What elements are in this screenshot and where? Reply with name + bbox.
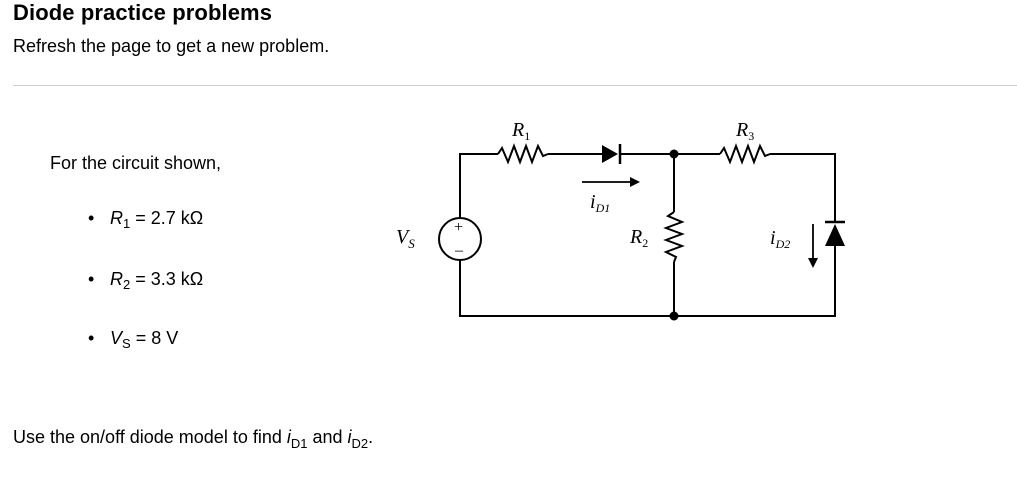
param-sub: 1 [123,216,131,231]
id2-letter: i [770,227,776,249]
r1-label: R1 [511,119,530,143]
question-middle: and [307,427,348,447]
id2-label: iD2 [770,227,790,251]
r2-label: R2 [629,226,648,250]
param-value: = 2.7 kΩ [135,208,204,228]
param-symbol: V [110,328,123,348]
id2-arrow-head [808,258,818,268]
resistor-r2 [663,211,685,263]
param-value: = 3.3 kΩ [135,269,204,289]
resistor-r3 [719,143,771,165]
r2-letter: R [629,226,642,248]
junction-dot-bottom [669,311,679,321]
vs-sub: S [408,236,415,251]
param-symbol: R [110,269,123,289]
id1-sub: D1 [595,201,611,215]
param-value: = 8 V [135,328,179,348]
bullet: • [88,328,95,348]
id1-arrow-head [630,177,640,187]
r3-label: R3 [735,119,754,143]
divider [13,85,1017,86]
plus-sign: + [454,219,463,236]
question-var1-sub: D1 [290,436,308,451]
r3-letter: R [735,119,748,141]
resistor-r1 [497,143,549,165]
param-vs: • VS = 8 V [88,328,179,351]
id1-letter: i [590,191,596,213]
minus-sign: – [454,242,464,259]
param-r2: • R2 = 3.3 kΩ [88,269,204,292]
r1-sub: 1 [524,129,530,143]
r1-letter: R [511,119,524,141]
diode-d2 [825,224,845,246]
voltage-source [438,217,482,261]
page-title: Diode practice problems [13,0,273,25]
junction-dot-top [669,149,679,159]
diode-d1 [602,145,618,163]
question-prefix: Use the on/off diode model to find [13,427,287,447]
param-sub: 2 [123,277,131,292]
param-sub: S [122,336,131,351]
question-var2-sub: D2 [351,436,369,451]
param-symbol: R [110,208,123,228]
id2-sub: D2 [775,237,791,251]
bullet: • [88,208,95,228]
page-subtitle: Refresh the page to get a new problem. [13,36,330,56]
vs-letter: V [396,226,411,248]
bullet: • [88,269,95,289]
id1-label: iD1 [590,191,610,215]
question-var1: i [286,427,291,447]
r2-sub: 2 [642,236,648,250]
question-var2: i [347,427,352,447]
problem-intro: For the circuit shown, [50,153,222,173]
circuit-diagram: + – R1 R3 R2 VS iD1 iD2 [396,119,845,321]
vs-label: VS [396,226,415,251]
r3-sub: 3 [748,129,754,143]
param-r1: • R1 = 2.7 kΩ [88,208,204,231]
problem-question: Use the on/off diode model to find iD1 a… [13,427,374,451]
question-suffix: . [368,427,374,447]
